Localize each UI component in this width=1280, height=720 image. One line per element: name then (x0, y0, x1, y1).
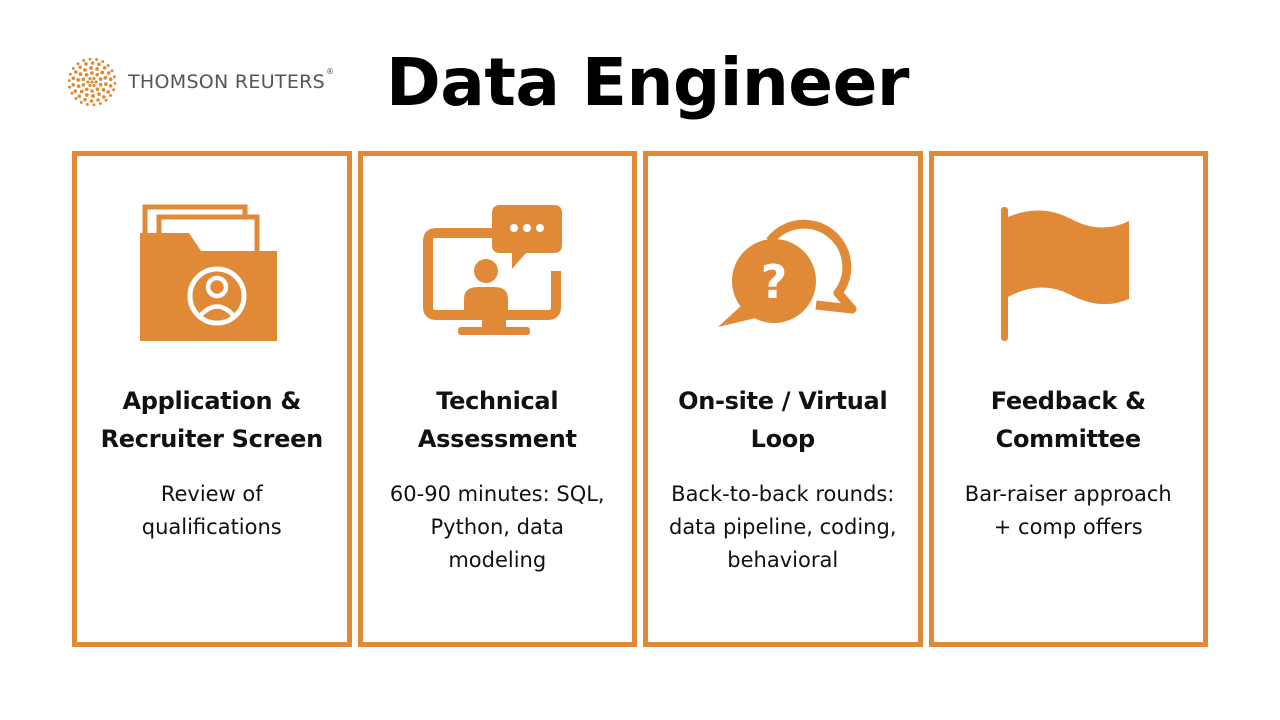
page-title: Data Engineer (386, 44, 909, 121)
svg-text:?: ? (760, 255, 787, 309)
stage-card-feedback: Feedback & Committee Bar-raiser approach… (928, 151, 1208, 647)
monitor-chat-icon (423, 205, 563, 335)
stage-description: 60-90 minutes: SQL, Python, data modelin… (389, 482, 605, 572)
flag-icon (1001, 207, 1130, 341)
stage-description: Back-to-back rounds: data pipeline, codi… (668, 482, 897, 572)
stage-card-application: Application & Recruiter Screen Review of… (72, 151, 352, 647)
question-speech-bubbles-icon: ? (717, 219, 857, 327)
registered-mark: ® (326, 67, 335, 76)
folder-user-icon (139, 204, 277, 341)
dotted-sphere-icon (68, 58, 116, 106)
stage-title: Application & Recruiter Screen (100, 387, 324, 453)
stage-description: Bar-raiser approach + comp offers (964, 482, 1172, 539)
stage-title: Feedback & Committee (990, 387, 1146, 453)
process-stages: Application & Recruiter Screen Review of… (72, 151, 1208, 647)
stage-card-onsite: ? On-site / Virtual Loop Back-to-back ro… (643, 151, 923, 647)
brand-name: THOMSON REUTERS® (128, 67, 335, 93)
stage-title: On-site / Virtual Loop (678, 387, 888, 453)
stage-title: Technical Assessment (417, 387, 577, 453)
stage-card-technical: Technical Assessment 60-90 minutes: SQL,… (357, 151, 637, 647)
brand-logo: THOMSON REUTERS® (68, 58, 334, 106)
stage-description: Review of qualifications (141, 482, 282, 539)
